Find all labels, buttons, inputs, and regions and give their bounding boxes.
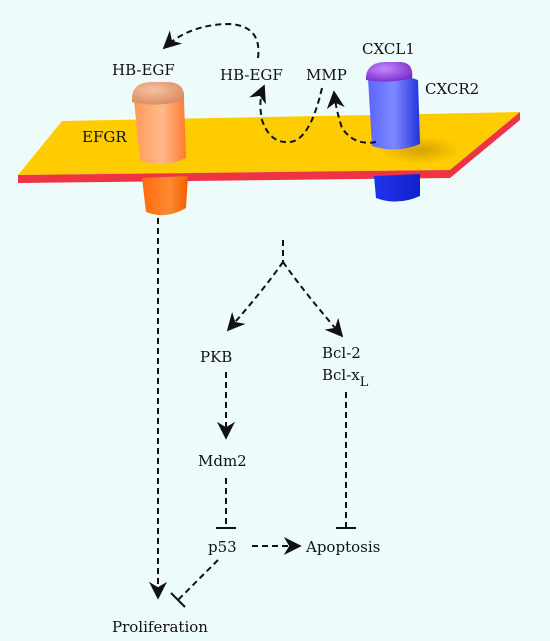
cxcr2-lower-part bbox=[374, 174, 420, 202]
label-mdm2: Mdm2 bbox=[198, 452, 247, 470]
label-p53: p53 bbox=[208, 538, 237, 556]
membrane-side-edge bbox=[450, 112, 520, 178]
arrow-cxcr2-to-mmp bbox=[326, 90, 377, 144]
label-bcl2: Bcl-2 bbox=[322, 344, 361, 362]
arrow-branch-to-bcl2 bbox=[282, 261, 344, 338]
cxcr2-upper-part bbox=[368, 74, 420, 150]
cxcr2-receptor bbox=[366, 62, 420, 202]
cell-membrane bbox=[18, 112, 520, 183]
egfr-lower-part bbox=[142, 176, 188, 216]
label-bclxl: Bcl-xL bbox=[322, 366, 369, 390]
label-cxcl1: CXCL1 bbox=[362, 40, 415, 58]
label-pkb: PKB bbox=[200, 348, 232, 366]
label-mmp: MMP bbox=[306, 66, 347, 84]
arrow-to-hb-egf-left bbox=[162, 22, 260, 59]
labels: HB-EGF HB-EGF MMP CXCL1 CXCR2 EFGR PKB B… bbox=[82, 40, 479, 636]
membrane-front-edge bbox=[18, 170, 450, 183]
hb-egf-bound-ligand bbox=[132, 82, 185, 105]
egfr-receptor bbox=[132, 82, 188, 216]
label-cxcr2: CXCR2 bbox=[425, 80, 479, 98]
label-hb-egf-left: HB-EGF bbox=[112, 61, 175, 79]
label-bclxl-subscript: L bbox=[360, 375, 369, 390]
label-proliferation: Proliferation bbox=[112, 618, 208, 636]
label-egfr: EFGR bbox=[82, 128, 127, 146]
inhibit-bar-proliferation bbox=[170, 592, 186, 608]
egfr-upper-part bbox=[134, 95, 186, 165]
cxcl1-ligand bbox=[366, 62, 413, 82]
arrow-branch-to-pkb bbox=[226, 261, 284, 332]
extracellular-arrows bbox=[162, 22, 377, 144]
label-bclxl-main: Bcl-x bbox=[322, 366, 360, 384]
inhibit-p53-to-proliferation bbox=[177, 559, 219, 601]
label-apoptosis: Apoptosis bbox=[305, 538, 380, 556]
label-hb-egf-mid: HB-EGF bbox=[220, 66, 283, 84]
intracellular-arrows bbox=[149, 218, 356, 608]
arrow-hb-egf-loop bbox=[249, 84, 323, 144]
